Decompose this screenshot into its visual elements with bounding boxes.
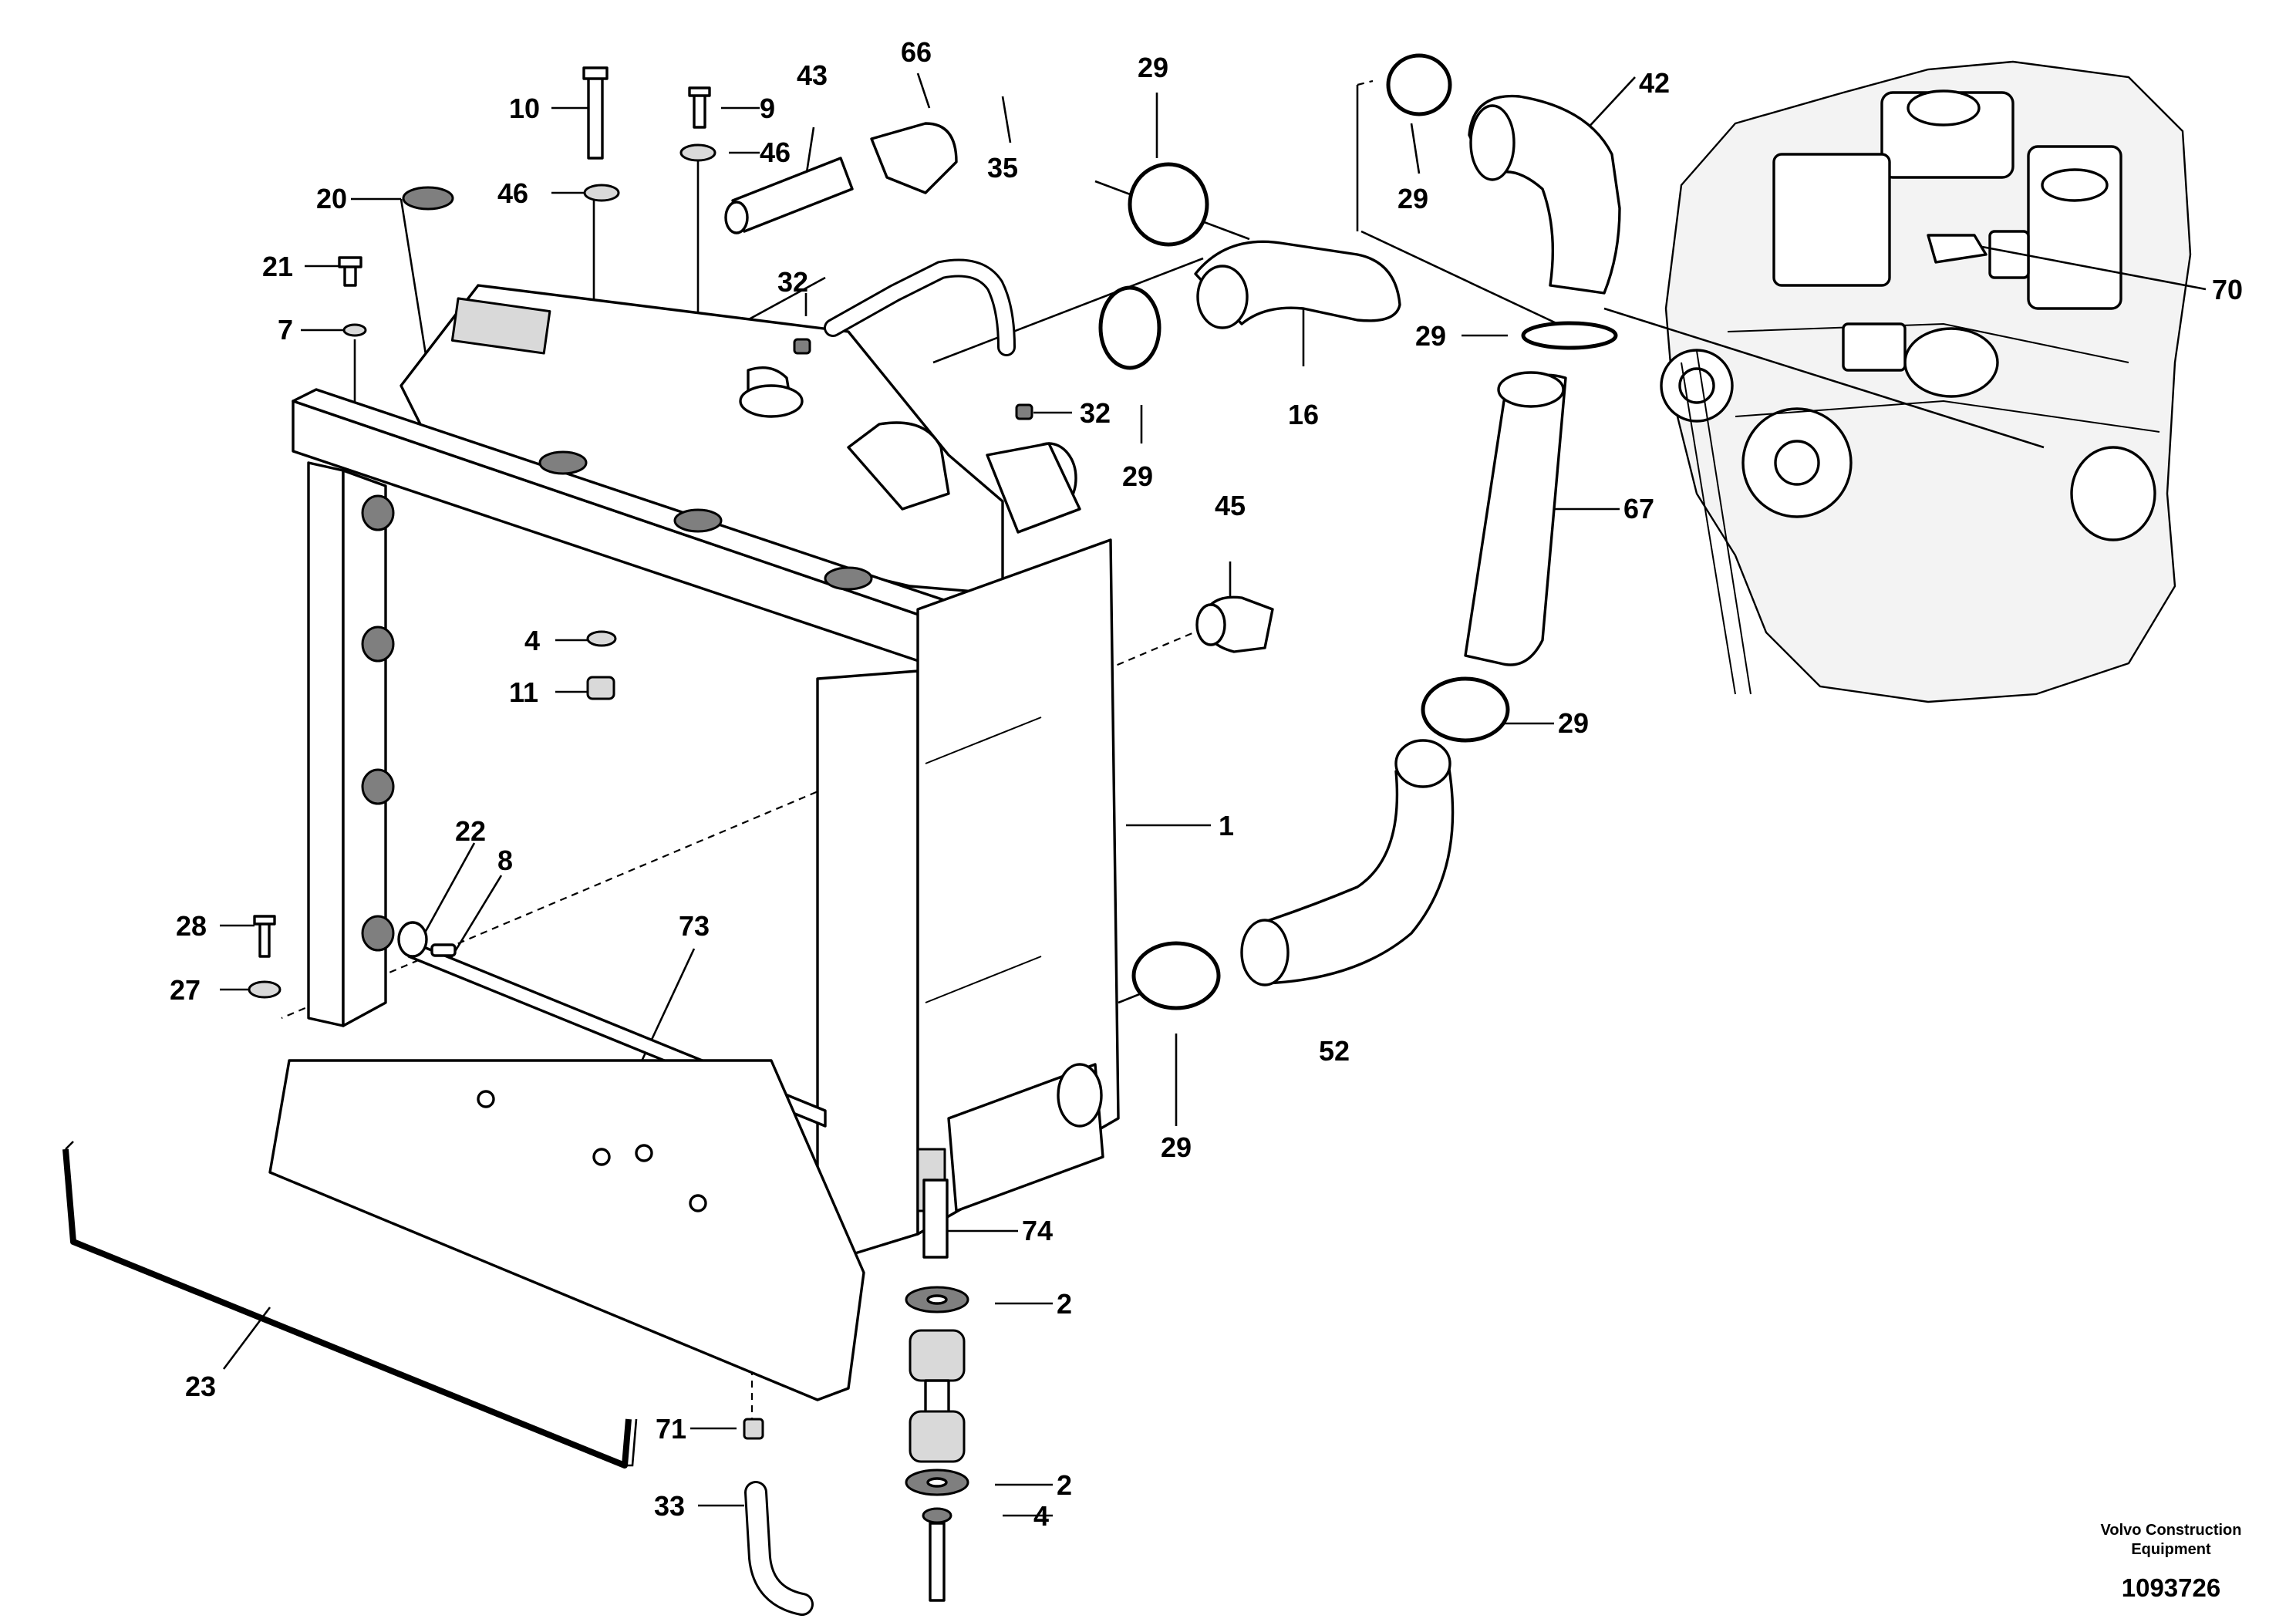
callout-4: 4 — [1033, 1500, 1049, 1532]
loose-parts — [248, 53, 1988, 1616]
radiator-assembly — [62, 284, 1120, 1469]
company-name-line2: Equipment — [2131, 1541, 2211, 1558]
callout-52: 52 — [1319, 1035, 1350, 1067]
callout-43: 43 — [797, 59, 828, 91]
callout-33: 33 — [654, 1490, 685, 1522]
callout-10: 10 — [509, 93, 540, 124]
callout-74: 74 — [1022, 1215, 1053, 1246]
callout-73: 73 — [679, 910, 710, 942]
callout-2: 2 — [1057, 1469, 1072, 1501]
callout-29: 29 — [1558, 707, 1589, 739]
callout-23: 23 — [185, 1371, 216, 1402]
callout-9: 9 — [760, 93, 775, 124]
callout-29: 29 — [1397, 183, 1428, 214]
callout-35: 35 — [987, 152, 1018, 184]
callout-32: 32 — [1080, 397, 1111, 429]
callout-66: 66 — [901, 36, 932, 68]
callout-29: 29 — [1138, 52, 1168, 83]
callout-11: 11 — [509, 676, 538, 708]
callout-7: 7 — [278, 314, 293, 346]
callout-67: 67 — [1623, 493, 1654, 524]
callout-16: 16 — [1288, 399, 1319, 430]
callout-1: 1 — [1219, 810, 1234, 841]
callout-46: 46 — [497, 177, 528, 209]
callout-29: 29 — [1122, 460, 1153, 492]
callout-32: 32 — [777, 266, 808, 298]
callout-8: 8 — [497, 845, 513, 876]
callout-70: 70 — [2212, 274, 2243, 305]
callout-42: 42 — [1639, 67, 1670, 99]
callout-45: 45 — [1215, 490, 1246, 521]
callout-4: 4 — [524, 625, 540, 656]
engine-illustration — [1660, 60, 2192, 703]
callout-labels: 10 9 43 66 29 29 42 46 46 35 20 21 7 32 … — [170, 36, 2243, 1532]
callout-2: 2 — [1057, 1288, 1072, 1320]
callout-29: 29 — [1415, 320, 1446, 352]
footer-block: Volvo Construction Equipment 1093726 — [2101, 1522, 2242, 1602]
callout-20: 20 — [316, 183, 347, 214]
company-name: Volvo Construction — [2101, 1522, 2242, 1539]
callout-29: 29 — [1161, 1131, 1192, 1163]
callout-27: 27 — [170, 974, 201, 1006]
callout-22: 22 — [455, 815, 486, 847]
callout-71: 71 — [656, 1413, 686, 1445]
callout-28: 28 — [176, 910, 207, 942]
callout-46: 46 — [760, 137, 791, 168]
callout-21: 21 — [262, 251, 293, 282]
drawing-number: 1093726 — [2122, 1573, 2220, 1602]
